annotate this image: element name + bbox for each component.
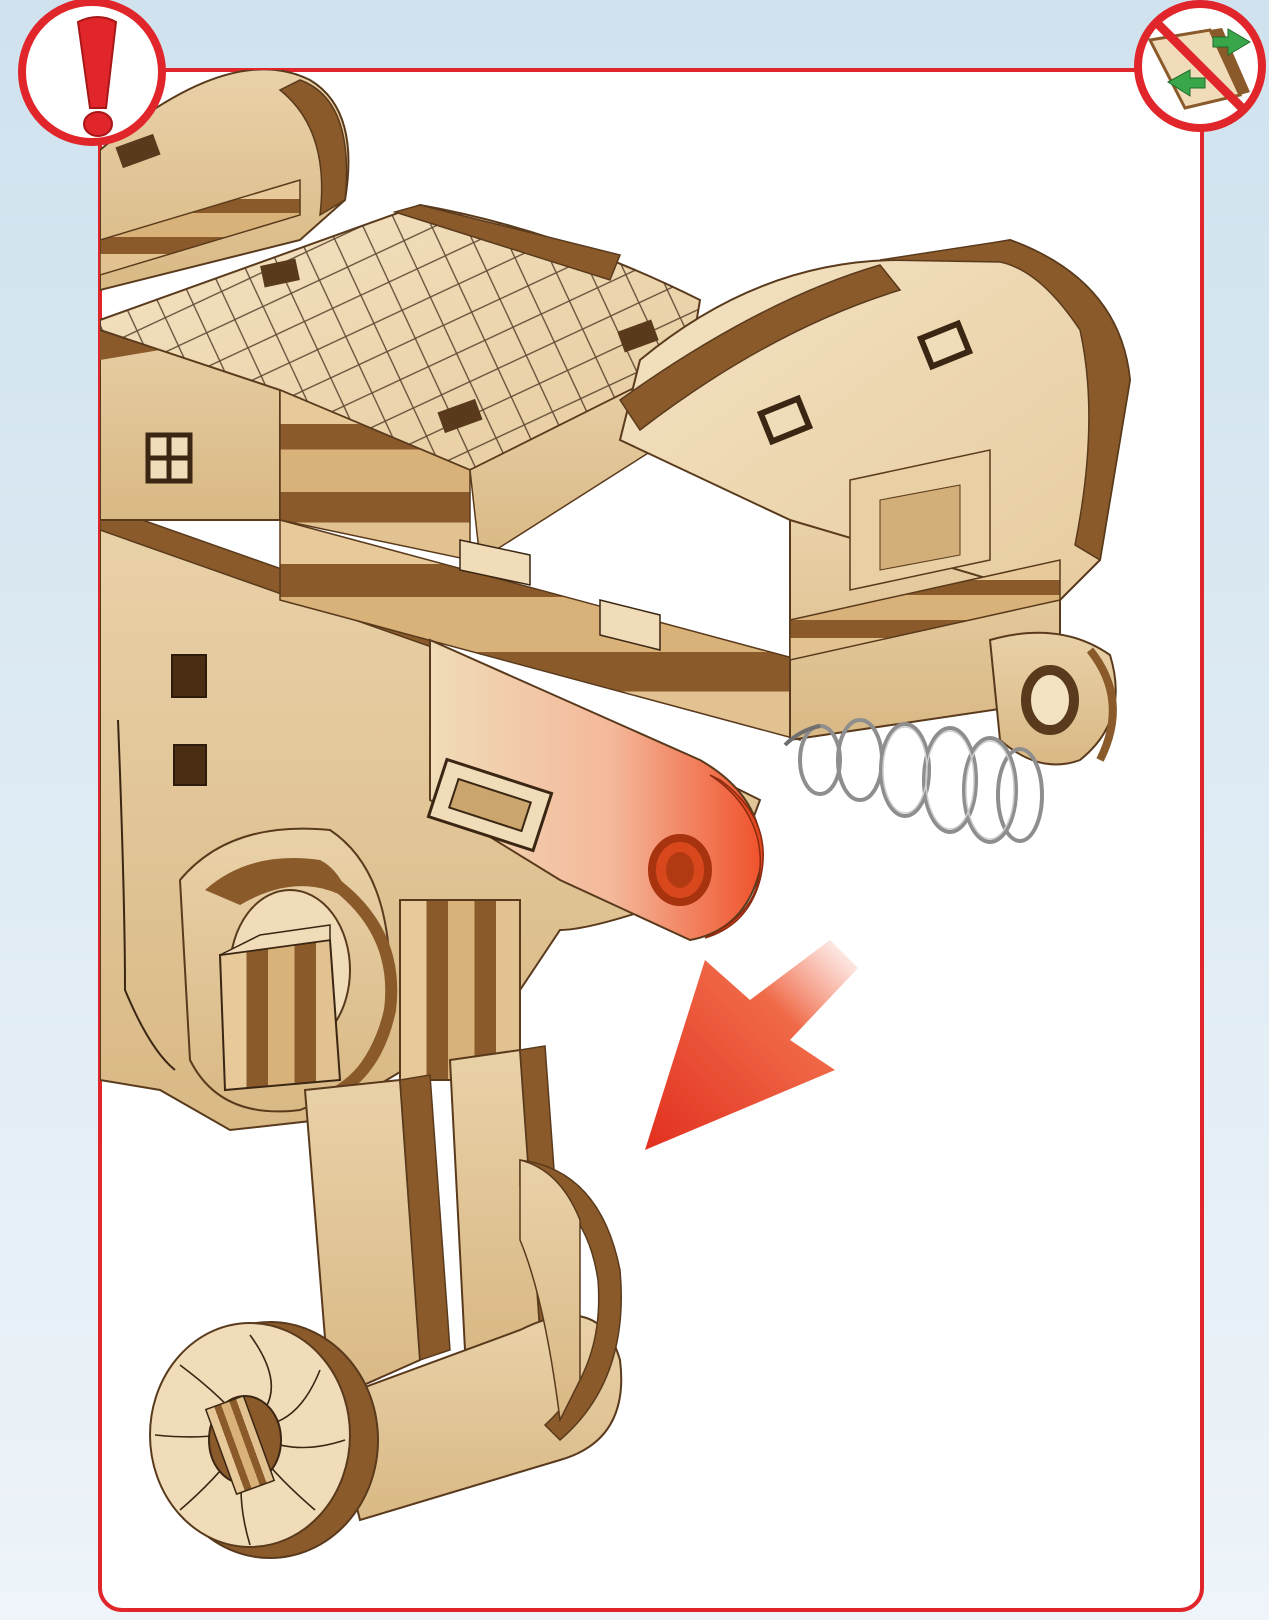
no-glue-prohibition-icon (1138, 4, 1262, 128)
exclamation-warning-icon (22, 2, 162, 142)
side-slot-2 (174, 745, 206, 785)
side-slot-1 (172, 655, 206, 697)
front-pivot-hole (1026, 670, 1074, 730)
axle-block (220, 940, 340, 1090)
